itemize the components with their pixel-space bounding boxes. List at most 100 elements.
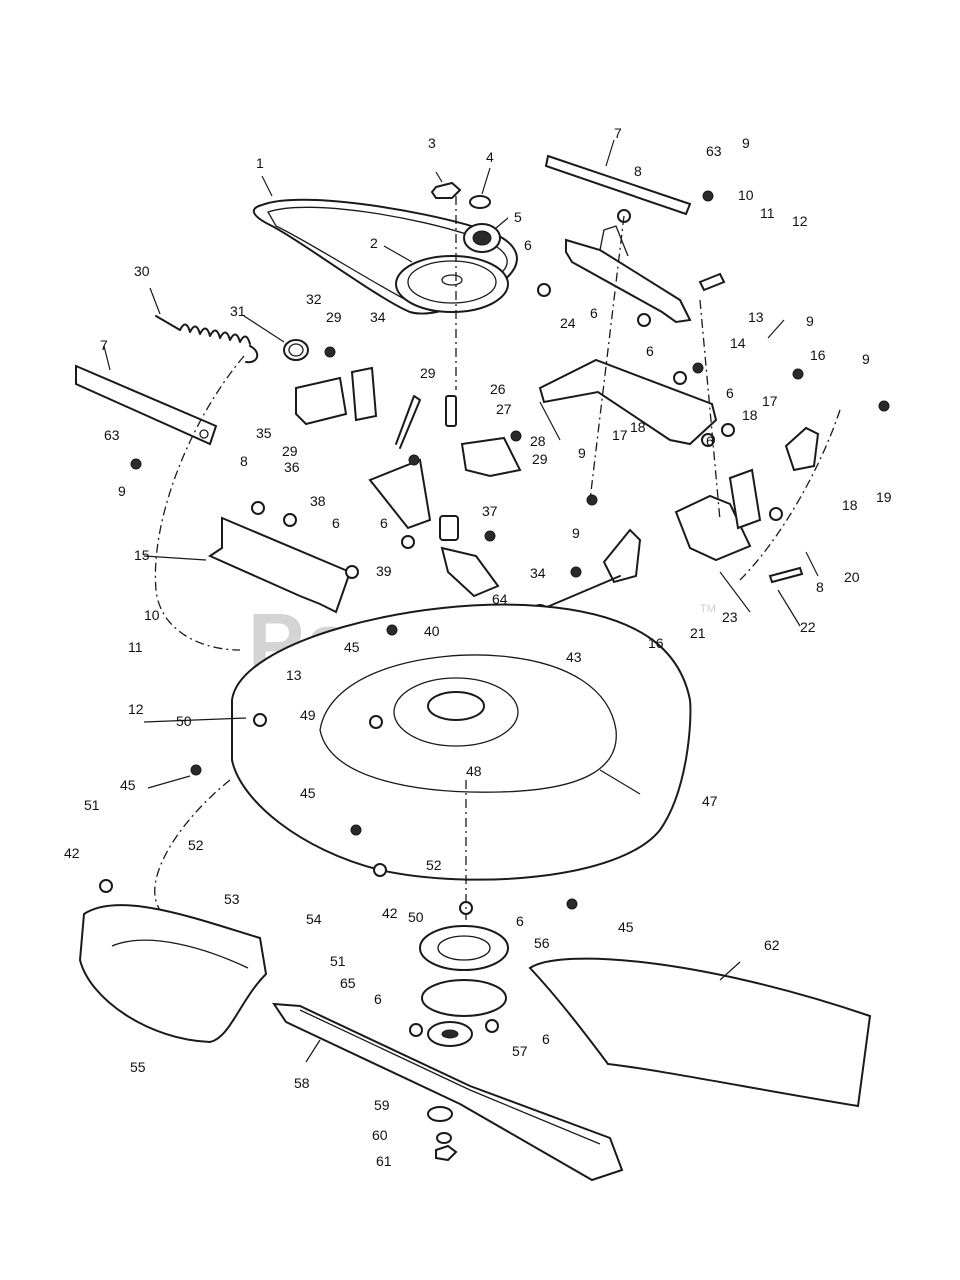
- callout-45: 45: [300, 785, 316, 801]
- callout-50: 50: [176, 713, 192, 729]
- callout-39: 39: [376, 563, 392, 579]
- callout-23: 23: [722, 609, 738, 625]
- callout-10: 10: [144, 607, 160, 623]
- callout-27: 27: [496, 401, 512, 417]
- lift-link-top[interactable]: [544, 154, 692, 216]
- spacer[interactable]: [439, 515, 459, 541]
- callout-47: 47: [702, 793, 718, 809]
- callout-45: 45: [344, 639, 360, 655]
- callout-9: 9: [118, 483, 126, 499]
- hardware-nuts: [99, 209, 783, 1037]
- assembly-lines: [154, 196, 841, 920]
- callout-9: 9: [572, 525, 580, 541]
- flat-washer[interactable]: [469, 195, 491, 209]
- deck-pulley[interactable]: [395, 255, 509, 313]
- callout-52: 52: [426, 857, 442, 873]
- callout-6: 6: [332, 515, 340, 531]
- lift-link-left[interactable]: [75, 364, 218, 446]
- callout-57: 57: [512, 1043, 528, 1059]
- callout-45: 45: [618, 919, 634, 935]
- callout-58: 58: [294, 1075, 310, 1091]
- pivot-pin[interactable]: [768, 566, 804, 584]
- mower-blade[interactable]: [272, 1002, 624, 1182]
- rear-hanger-bracket[interactable]: [538, 358, 718, 446]
- pivot-plate-16[interactable]: [602, 528, 642, 584]
- anchor-plate[interactable]: [440, 546, 500, 598]
- callout-29: 29: [282, 443, 298, 459]
- callout-16: 16: [810, 347, 826, 363]
- callout-18: 18: [742, 407, 758, 423]
- callout-9: 9: [862, 351, 870, 367]
- callout-35: 35: [256, 425, 272, 441]
- discharge-chute[interactable]: [78, 904, 268, 1044]
- callout-1: 1: [256, 155, 264, 171]
- callouts: 1 2 3 4 5 6 6 6 6 6 6 6 6 6 6 7 7 8 8 8 …: [64, 125, 892, 1169]
- callout-28: 28: [530, 433, 546, 449]
- callout-49: 49: [300, 707, 316, 723]
- callout-34: 34: [370, 309, 386, 325]
- torsion-spring[interactable]: [283, 339, 309, 361]
- callout-17: 17: [762, 393, 778, 409]
- callout-60: 60: [372, 1127, 388, 1143]
- callout-8: 8: [816, 579, 824, 595]
- callout-2: 2: [370, 235, 378, 251]
- callout-26: 26: [490, 381, 506, 397]
- callout-29: 29: [532, 451, 548, 467]
- idler-shaft[interactable]: [445, 395, 457, 427]
- callout-13: 13: [286, 667, 302, 683]
- callout-9: 9: [578, 445, 586, 461]
- callout-29: 29: [326, 309, 342, 325]
- callout-7: 7: [614, 125, 622, 141]
- callout-40: 40: [424, 623, 440, 639]
- callout-42: 42: [64, 845, 80, 861]
- side-bracket-left[interactable]: [207, 516, 352, 614]
- shoulder-bolt-13[interactable]: [698, 272, 726, 292]
- pivot-bracket-right[interactable]: [674, 468, 762, 562]
- front-hanger-bracket[interactable]: [565, 225, 692, 324]
- callout-18: 18: [842, 497, 858, 513]
- extension-spring[interactable]: [155, 315, 259, 364]
- callout-6: 6: [706, 433, 714, 449]
- callout-6: 6: [524, 237, 532, 253]
- callout-22: 22: [800, 619, 816, 635]
- blade-adapter[interactable]: [419, 925, 509, 1017]
- callout-8: 8: [240, 453, 248, 469]
- callout-12: 12: [792, 213, 808, 229]
- mower-deck[interactable]: [231, 603, 692, 881]
- callout-5: 5: [514, 209, 522, 225]
- idler-pulley[interactable]: [463, 223, 501, 253]
- callout-13: 13: [748, 309, 764, 325]
- callout-12: 12: [128, 701, 144, 717]
- callout-3: 3: [428, 135, 436, 151]
- lock-nut[interactable]: [430, 181, 462, 199]
- callout-10: 10: [738, 187, 754, 203]
- callout-64: 64: [492, 591, 508, 607]
- callout-17: 17: [612, 427, 628, 443]
- callout-6: 6: [380, 515, 388, 531]
- callout-38: 38: [310, 493, 326, 509]
- spindle-hub[interactable]: [427, 1021, 473, 1047]
- mulch-plate[interactable]: [528, 957, 872, 1108]
- callout-9: 9: [806, 313, 814, 329]
- callout-42: 42: [382, 905, 398, 921]
- callout-9: 9: [742, 135, 750, 151]
- callout-45: 45: [120, 777, 136, 793]
- callout-6: 6: [542, 1031, 550, 1047]
- callout-4: 4: [486, 149, 494, 165]
- blade-washer[interactable]: [427, 1106, 453, 1122]
- pivot-plate-16-right[interactable]: [784, 426, 820, 472]
- callout-31: 31: [230, 303, 246, 319]
- lock-washer[interactable]: [436, 1132, 452, 1144]
- callout-8: 8: [634, 163, 642, 179]
- blade-nut[interactable]: [435, 1144, 458, 1162]
- idler-bracket[interactable]: [295, 366, 378, 426]
- callout-51: 51: [84, 797, 100, 813]
- callout-55: 55: [130, 1059, 146, 1075]
- callout-29: 29: [420, 365, 436, 381]
- callout-36: 36: [284, 459, 300, 475]
- callout-24: 24: [560, 315, 576, 331]
- callout-43: 43: [566, 649, 582, 665]
- idler-arm[interactable]: [368, 395, 432, 530]
- pivot-plate[interactable]: [460, 436, 522, 478]
